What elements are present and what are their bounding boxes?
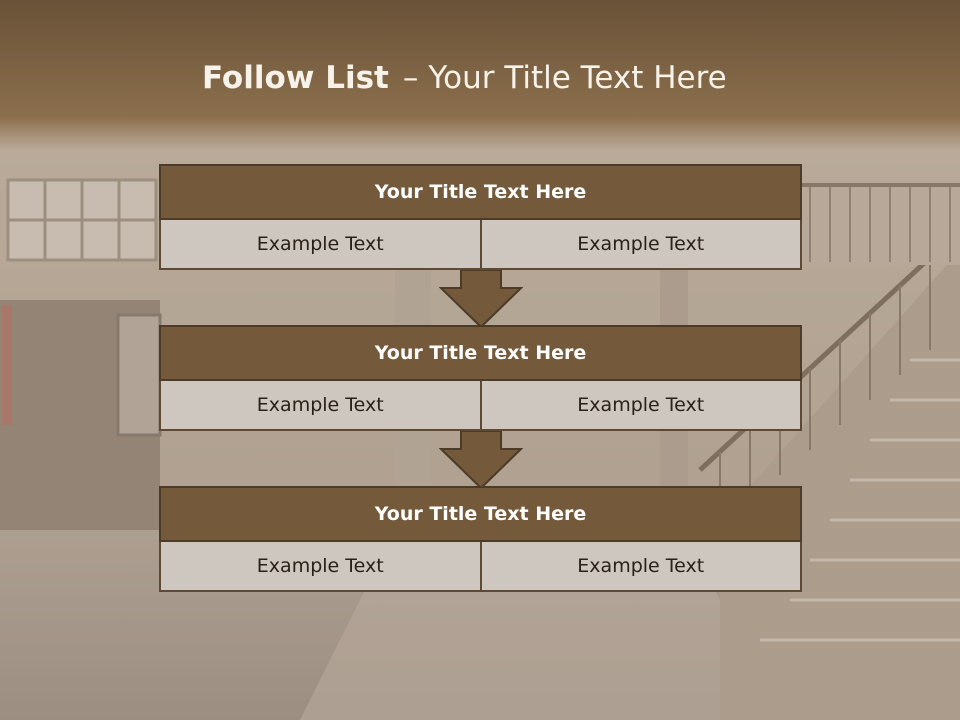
follow-step-3: Your Title Text Here Example Text Exampl… [159, 486, 802, 592]
step-cell-left: Example Text [159, 542, 480, 592]
slide-title: Follow List–Your Title Text Here [202, 56, 727, 100]
step-cell-right: Example Text [479, 542, 802, 592]
step-title: Your Title Text Here [159, 486, 802, 542]
step-row: Example Text Example Text [159, 220, 802, 270]
header-band [0, 0, 960, 150]
step-cell-right: Example Text [479, 220, 802, 270]
step-cell-right: Example Text [479, 381, 802, 431]
down-arrow-icon [439, 270, 523, 328]
step-title: Your Title Text Here [159, 164, 802, 220]
slide-title-bold: Follow List [202, 60, 389, 96]
step-title: Your Title Text Here [159, 325, 802, 381]
slide-title-separator: – [402, 60, 419, 96]
step-cell-left: Example Text [159, 381, 480, 431]
down-arrow-icon [439, 431, 523, 489]
follow-step-2: Your Title Text Here Example Text Exampl… [159, 325, 802, 431]
follow-step-1: Your Title Text Here Example Text Exampl… [159, 164, 802, 270]
step-cell-left: Example Text [159, 220, 480, 270]
slide-title-rest: Your Title Text Here [428, 60, 727, 96]
step-row: Example Text Example Text [159, 381, 802, 431]
step-row: Example Text Example Text [159, 542, 802, 592]
